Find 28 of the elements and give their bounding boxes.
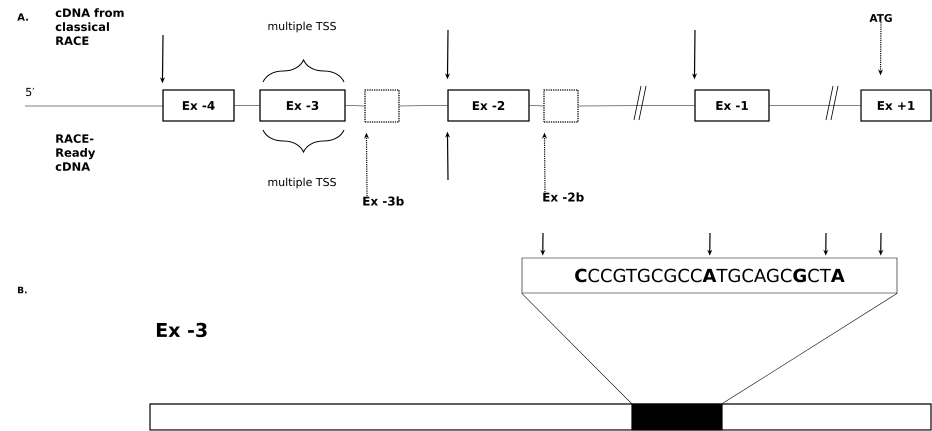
zoom-line	[722, 293, 898, 404]
dotted-exon-box	[543, 89, 579, 123]
exon-box: Ex -4	[162, 89, 235, 122]
row-label: cDNA from classical RACE	[56, 8, 124, 46]
panel-label: A.	[17, 13, 28, 21]
exon-box: Ex +1	[860, 89, 932, 122]
exon-label: Ex -3b	[363, 196, 404, 206]
dotted-exon-box	[364, 89, 400, 123]
genomic-line	[345, 105, 365, 106]
genomic-line	[399, 105, 448, 106]
exon-label: ATG	[870, 14, 892, 22]
end-label: 5′	[26, 88, 34, 96]
exon-box: Ex -3	[259, 89, 346, 122]
exon-label: Ex -2b	[543, 192, 584, 202]
row-label: RACE- Ready cDNA	[56, 134, 96, 171]
brace-label: multiple TSS	[268, 22, 336, 32]
genomic-line	[769, 105, 861, 106]
exon-heading: Ex -3	[156, 322, 207, 338]
genomic-line	[234, 105, 260, 106]
panel-label: B.	[18, 286, 27, 294]
brace-label: multiple TSS	[268, 178, 336, 188]
sequence-box: CCCGTGCGCCATGCAGCGCTA	[522, 258, 898, 294]
genomic-line	[578, 105, 695, 106]
zoom-line	[521, 293, 632, 404]
highlighted-region	[631, 403, 723, 431]
exon-box: Ex -1	[694, 89, 770, 122]
genomic-line	[529, 105, 544, 106]
exon-box: Ex -2	[447, 89, 530, 122]
